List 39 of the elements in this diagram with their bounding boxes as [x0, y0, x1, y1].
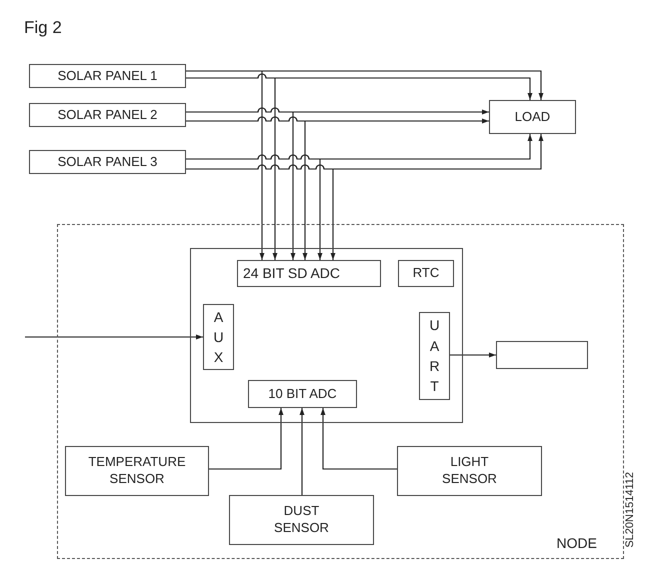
solar-panel-box [29, 150, 186, 174]
microcontroller-box [190, 248, 463, 423]
sensor-box [229, 495, 374, 545]
uart-block [419, 312, 450, 400]
arrow [186, 74, 278, 260]
adc-block [237, 260, 381, 287]
arrow [186, 154, 322, 260]
arrow [450, 352, 496, 358]
arrow [209, 408, 284, 470]
node-label: SOLAR PANEL 2 [58, 106, 158, 124]
sensor-box [397, 446, 542, 496]
node-label: DUST SENSOR [273, 503, 330, 537]
figure-id: SL20N1514112 [624, 472, 636, 548]
node-label: NODE [556, 534, 597, 552]
arrow [25, 334, 203, 340]
node-label: LIGHT SENSOR [441, 454, 498, 488]
node-label: AUX [212, 308, 225, 368]
aux-block [203, 304, 234, 370]
node-label: LOAD [514, 108, 550, 126]
arrow [186, 164, 336, 260]
node-label: 24 BIT SD ADC [242, 264, 342, 283]
figure-title: Fig 2 [24, 18, 62, 38]
arrow [320, 408, 397, 470]
solar-panel-box [29, 64, 186, 88]
solar-panel-box [29, 103, 186, 127]
node-boundary [57, 224, 624, 559]
rtc-block [398, 260, 454, 287]
arrow [186, 70, 264, 260]
node-label: TEMPERATURE SENSOR [87, 454, 187, 488]
load-box [489, 100, 576, 134]
arrow [300, 408, 304, 495]
adc-block [248, 380, 357, 408]
node-label: UART [428, 316, 441, 396]
module-box [496, 341, 588, 369]
node-label: RTC [412, 265, 440, 282]
node-label: 10 BIT ADC [268, 386, 337, 402]
sensor-box [65, 446, 209, 496]
node-label: SOLAR PANEL 3 [58, 154, 158, 170]
node-label: SOLAR PANEL 1 [58, 68, 158, 84]
